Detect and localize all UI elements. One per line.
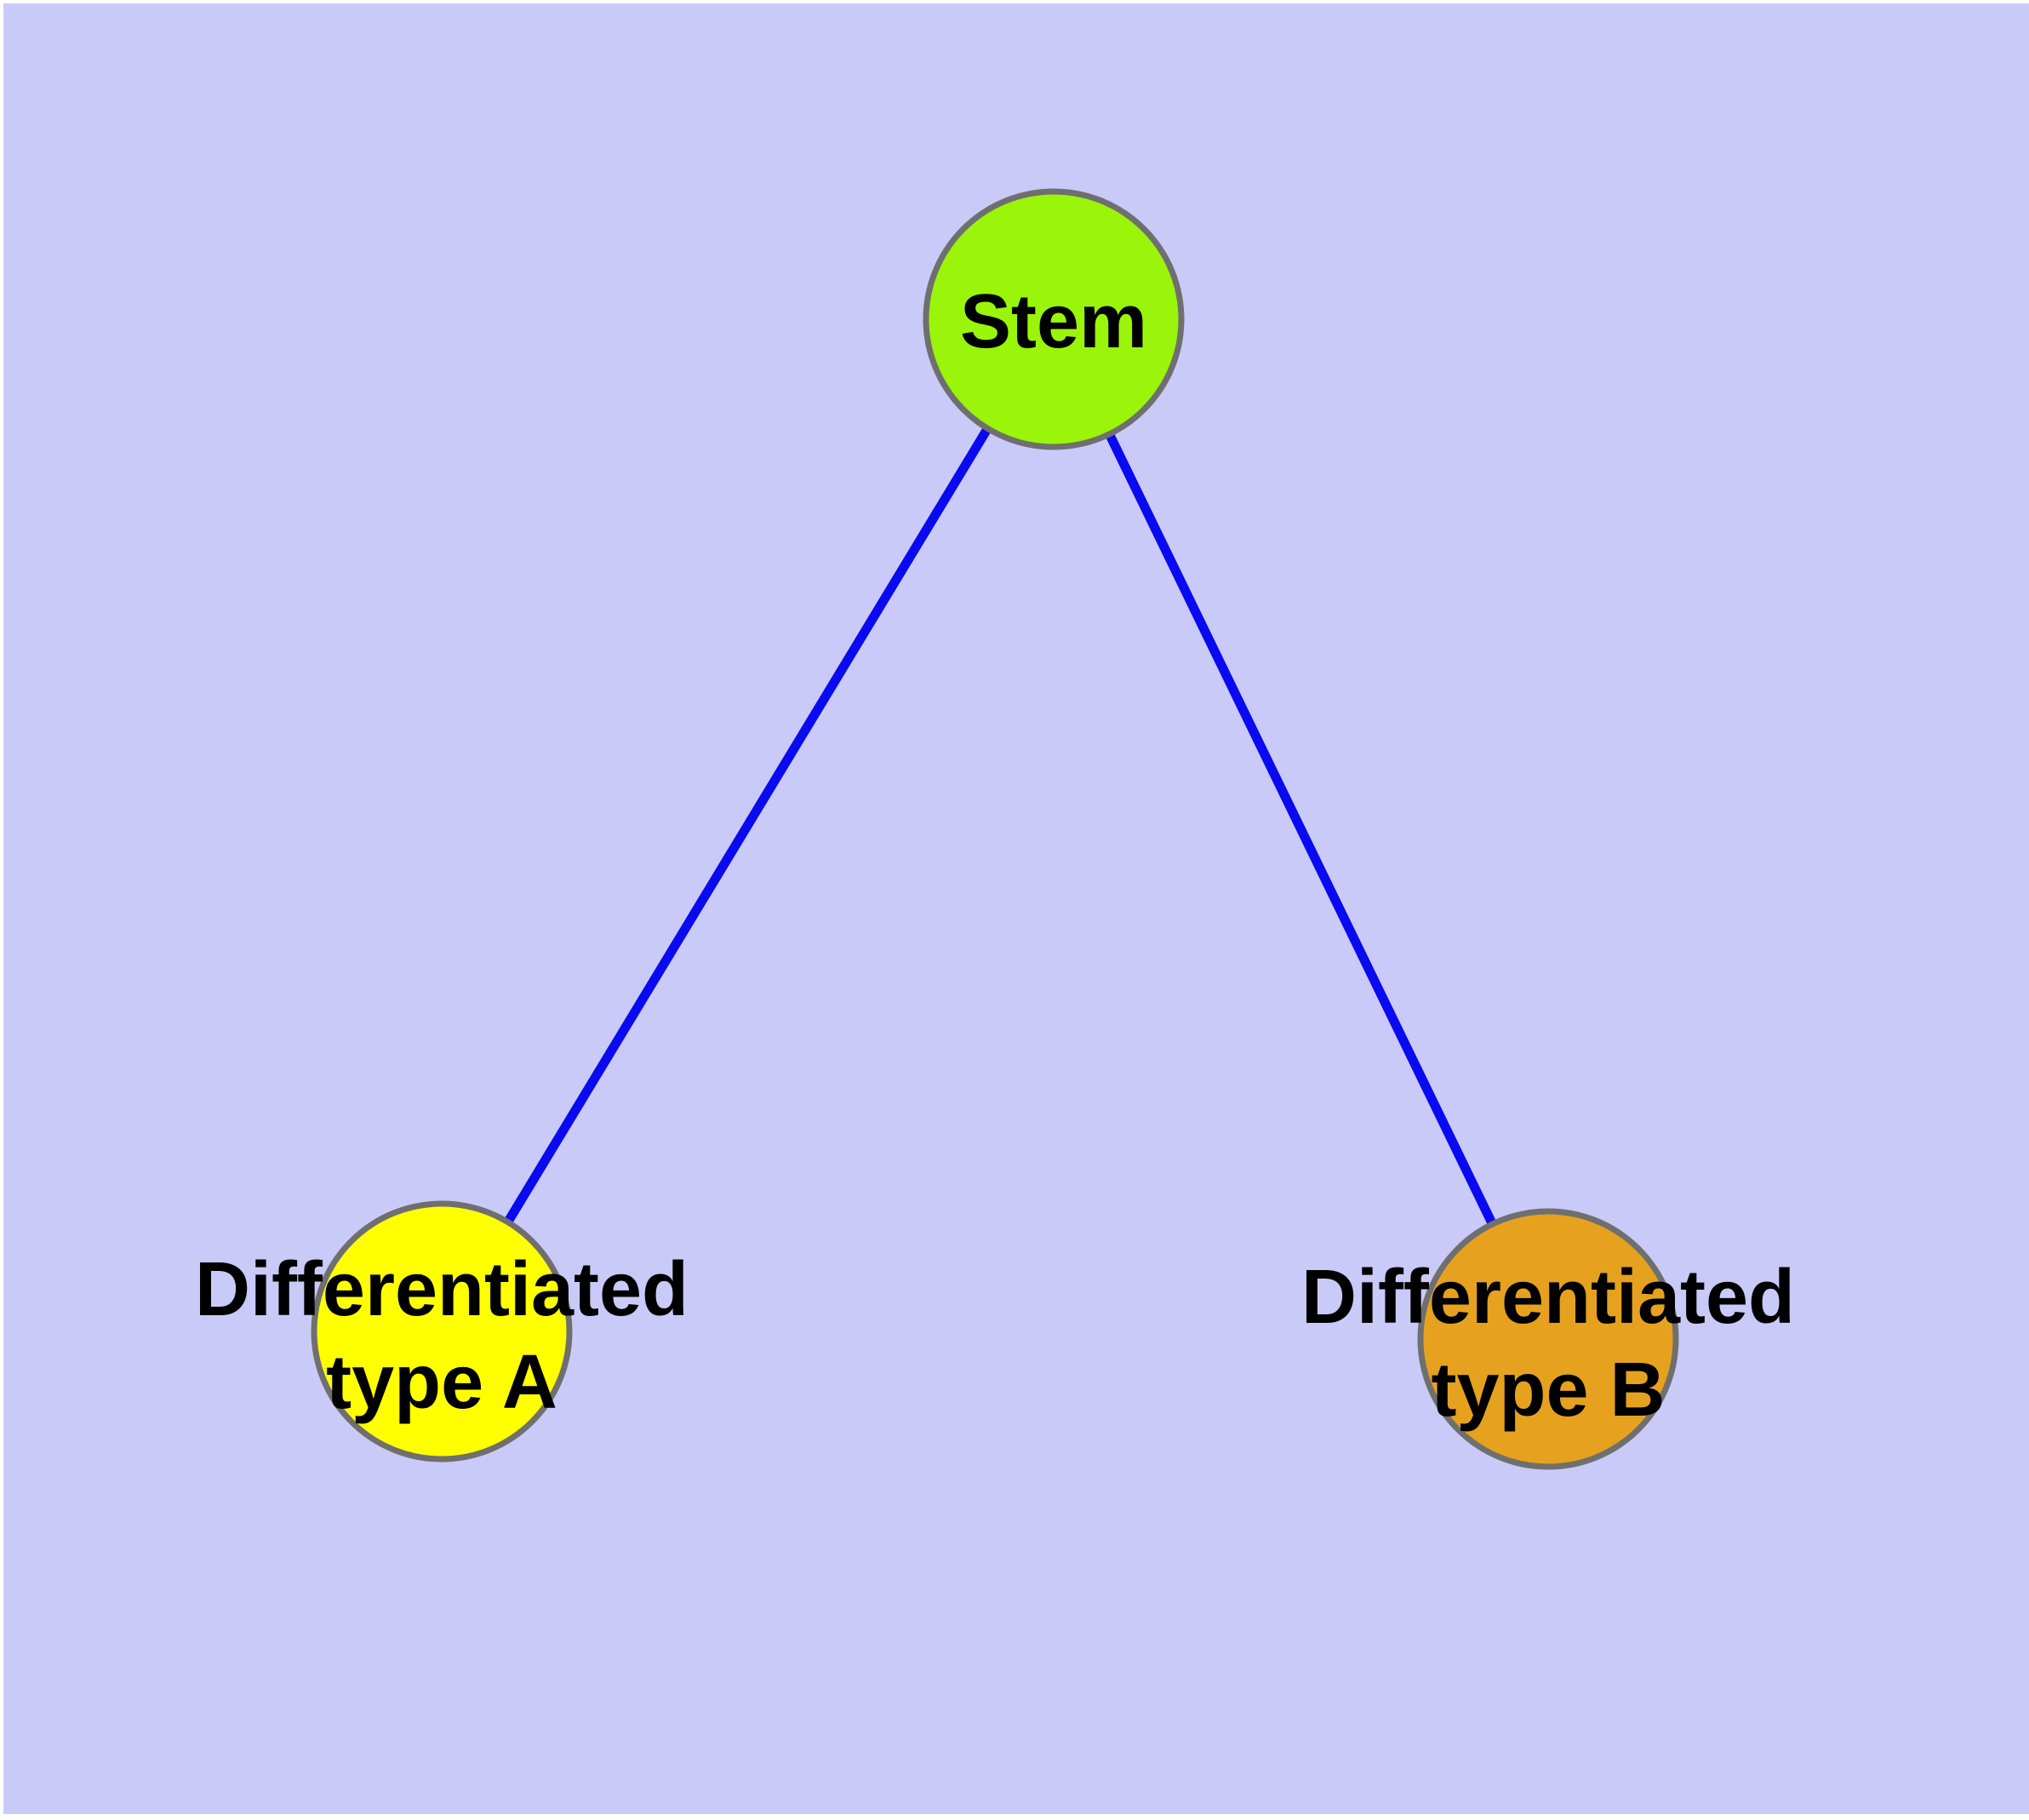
node-layer xyxy=(311,188,1679,1470)
edge-stem-to-type-a xyxy=(437,317,1058,1334)
edge-layer xyxy=(437,317,1552,1342)
node-type-b-label-line2: type B xyxy=(1431,1348,1665,1433)
node-type-a-label-line2: type A xyxy=(326,1340,557,1425)
edge-stem-to-type-b xyxy=(1049,317,1552,1342)
node-differentiated-type-a xyxy=(311,1200,573,1462)
node-type-a-label-line1: Differentiated xyxy=(195,1247,689,1332)
label-layer: Stem Differentiated type A Differentiate… xyxy=(195,279,1795,1433)
node-stem xyxy=(923,188,1185,450)
node-differentiated-type-b xyxy=(1417,1208,1679,1470)
node-type-b-label-line1: Differentiated xyxy=(1301,1255,1795,1340)
node-stem-label: Stem xyxy=(960,279,1147,364)
